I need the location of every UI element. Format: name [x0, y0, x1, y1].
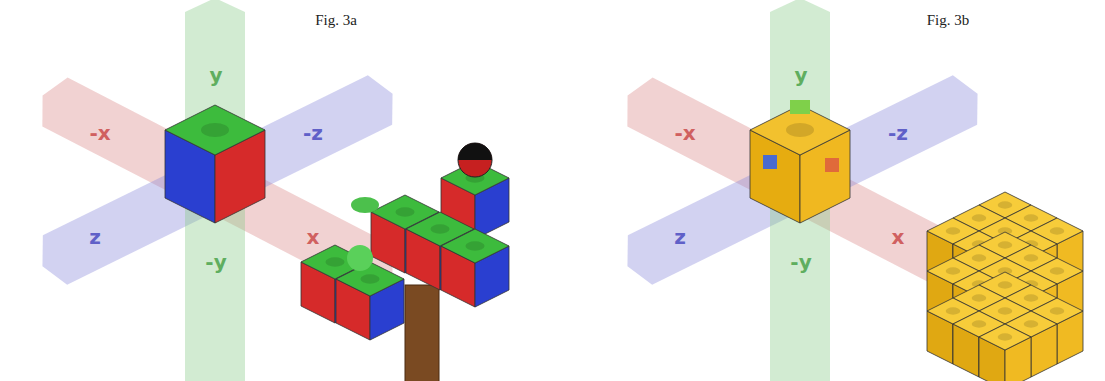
axis-label: y: [209, 63, 222, 87]
z-axis-band: [627, 75, 977, 284]
figure-title: Fig. 3a: [315, 12, 357, 29]
cube-stud: [1024, 254, 1039, 261]
cube-stud: [946, 307, 961, 314]
cube-stud: [972, 320, 987, 327]
axis-label: -x: [674, 121, 695, 145]
yellow-cube: [979, 324, 1031, 350]
cube-stud: [201, 123, 229, 137]
cube-stud: [998, 241, 1013, 248]
cube-stud: [1024, 294, 1039, 301]
connector-tab: [825, 158, 839, 172]
axis-label: z: [89, 225, 101, 249]
figure-3a: [42, 0, 509, 381]
cube-stud: [395, 207, 414, 217]
cube-stud: [998, 281, 1013, 288]
axis-label: -z: [303, 121, 323, 145]
cube-stud: [786, 123, 814, 137]
cube-stud: [325, 257, 344, 267]
leaf: [347, 245, 373, 271]
axis-label: -z: [888, 121, 908, 145]
cube-stud: [360, 274, 379, 284]
axis-label: z: [674, 225, 686, 249]
cube-stud: [1024, 320, 1039, 327]
cube-stud: [998, 201, 1013, 208]
cube-stud: [972, 214, 987, 221]
leaf: [351, 197, 379, 213]
cube-stud: [972, 294, 987, 301]
figure-3b: [627, 0, 1083, 381]
cube-stud: [1050, 227, 1065, 234]
cube-stud: [998, 333, 1013, 340]
ladybug: [458, 143, 492, 160]
axis-label: -y: [790, 250, 811, 274]
cube-stud: [946, 227, 961, 234]
connector-tab: [763, 155, 777, 169]
cube-stud: [972, 254, 987, 261]
figure-title: Fig. 3b: [927, 12, 970, 29]
cube-stud: [1050, 267, 1065, 274]
z-axis-band: [42, 75, 392, 284]
cube-stud: [1024, 214, 1039, 221]
axis-label: -x: [89, 121, 110, 145]
cube-stud: [430, 224, 449, 234]
axis-label: -y: [205, 250, 226, 274]
ladybug: [458, 143, 492, 177]
axis-label: y: [794, 63, 807, 87]
tree-trunk: [405, 285, 439, 381]
axis-label: x: [892, 225, 905, 249]
lego-cube: [165, 105, 265, 155]
lego-cube: [336, 262, 404, 296]
cube-stud: [1050, 307, 1065, 314]
cube-stud: [465, 241, 484, 251]
axis-label: x: [307, 225, 320, 249]
cube-stud: [998, 307, 1013, 314]
lego-cube: [441, 229, 509, 263]
cube-stud: [946, 267, 961, 274]
connector-tab: [790, 100, 810, 114]
